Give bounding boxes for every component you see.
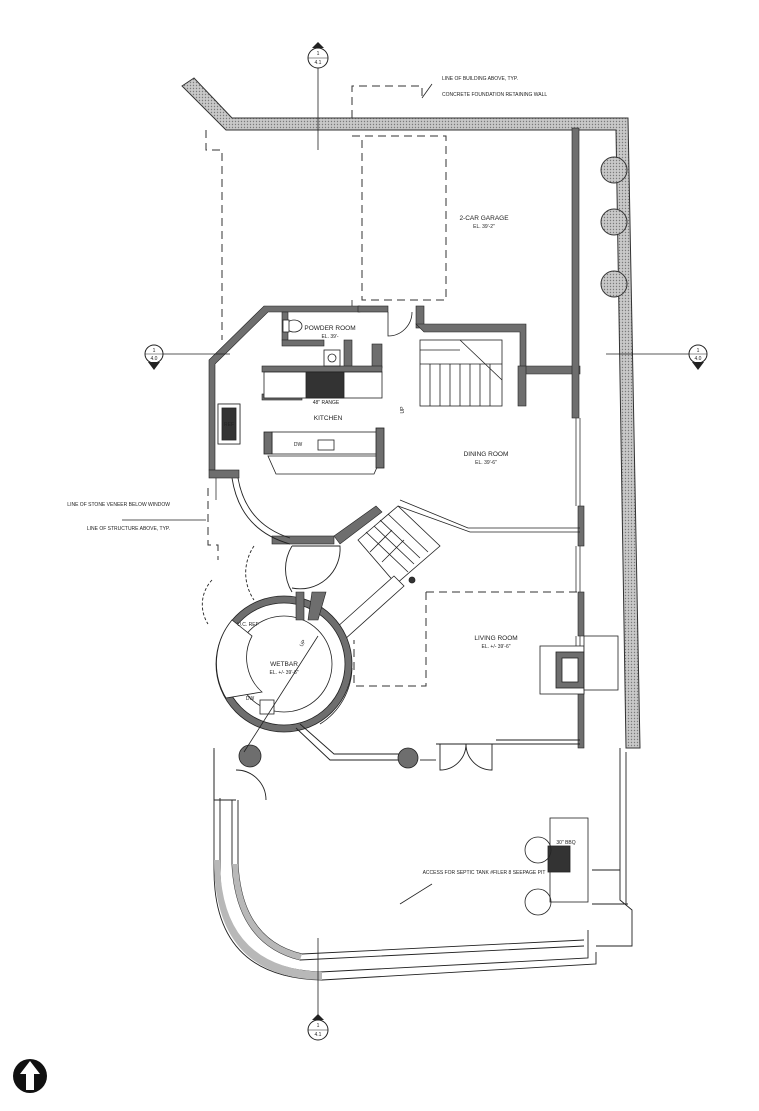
wetbar xyxy=(215,591,353,733)
columns xyxy=(238,744,419,769)
kitchen-counters xyxy=(217,371,385,475)
section-top-num: 1 xyxy=(317,51,320,57)
note-structure-above: LINE OF STRUCTURE ABOVE, TYP. xyxy=(87,526,170,532)
ref-label: REF xyxy=(224,422,234,428)
dining-room-label: DINING ROOM xyxy=(464,451,509,458)
kitchen-dw-label: DW xyxy=(294,442,303,448)
section-marker-left: 1 4.0 xyxy=(144,344,164,370)
powder-room-fixtures xyxy=(282,319,341,367)
range-label: 48" RANGE xyxy=(313,400,340,406)
powder-room-elevation: EL. 39'- xyxy=(321,334,338,340)
note-building-above: LINE OF BUILDING ABOVE, TYP. xyxy=(442,76,518,82)
window-lines xyxy=(215,418,581,690)
living-room-label: LIVING ROOM xyxy=(474,635,517,642)
wetbar-elevation: EL. +/- 39'-6" xyxy=(270,670,299,676)
garage-elevation: EL. 39'-2" xyxy=(473,224,495,230)
note-stone-veneer: LINE OF STONE VENEER BELOW WINDOW xyxy=(67,502,170,508)
kitchen-label: KITCHEN xyxy=(314,415,343,422)
main-stair xyxy=(335,499,580,641)
building-above-line xyxy=(205,85,580,687)
bbq-label: 30" BBQ xyxy=(556,840,575,846)
fireplace xyxy=(539,635,619,695)
section-right-sheet: 4.0 xyxy=(695,356,702,362)
curved-walls xyxy=(201,477,341,625)
note-septic: ACCESS FOR SEPTIC TANK #FILER 8 SEEPAGE … xyxy=(423,870,546,876)
dining-room-elevation: EL. 39'-6" xyxy=(475,460,497,466)
section-bottom-sheet: 4.1 xyxy=(315,1032,322,1038)
retaining-wall xyxy=(181,77,641,749)
section-marker-top: 1 4.1 xyxy=(307,42,329,69)
bar-up-label: UP xyxy=(299,638,308,648)
garage-label: 2-CAR GARAGE xyxy=(459,215,509,222)
north-arrow-icon xyxy=(13,1059,47,1093)
stair-up-label: UP xyxy=(400,406,406,414)
section-left-num: 1 xyxy=(153,348,156,354)
bbq xyxy=(524,817,589,916)
section-right-num: 1 xyxy=(697,348,700,354)
section-marker-right: 1 4.0 xyxy=(688,344,708,370)
section-top-sheet: 4.1 xyxy=(315,60,322,66)
powder-room-label: POWDER ROOM xyxy=(304,325,355,332)
section-marker-bottom: 1 4.1 xyxy=(307,1014,329,1041)
section-lines xyxy=(122,68,690,1020)
note-retaining-wall: CONCRETE FOUNDATION RETAINING WALL xyxy=(442,92,547,98)
living-room-elevation: EL. +/- 39'-6" xyxy=(482,644,511,650)
bar-dw-label: DW xyxy=(246,696,255,702)
doors xyxy=(351,300,413,337)
living-lower-wall xyxy=(295,723,580,771)
walls xyxy=(208,127,585,749)
uc-ref-label: U.C. REF xyxy=(237,622,258,628)
garage-stair xyxy=(419,339,503,407)
terrace-hatch xyxy=(214,860,322,980)
boulders xyxy=(600,156,628,298)
section-left-sheet: 4.0 xyxy=(151,356,158,362)
section-bottom-num: 1 xyxy=(317,1023,320,1029)
wetbar-label: WETBAR xyxy=(270,661,298,668)
